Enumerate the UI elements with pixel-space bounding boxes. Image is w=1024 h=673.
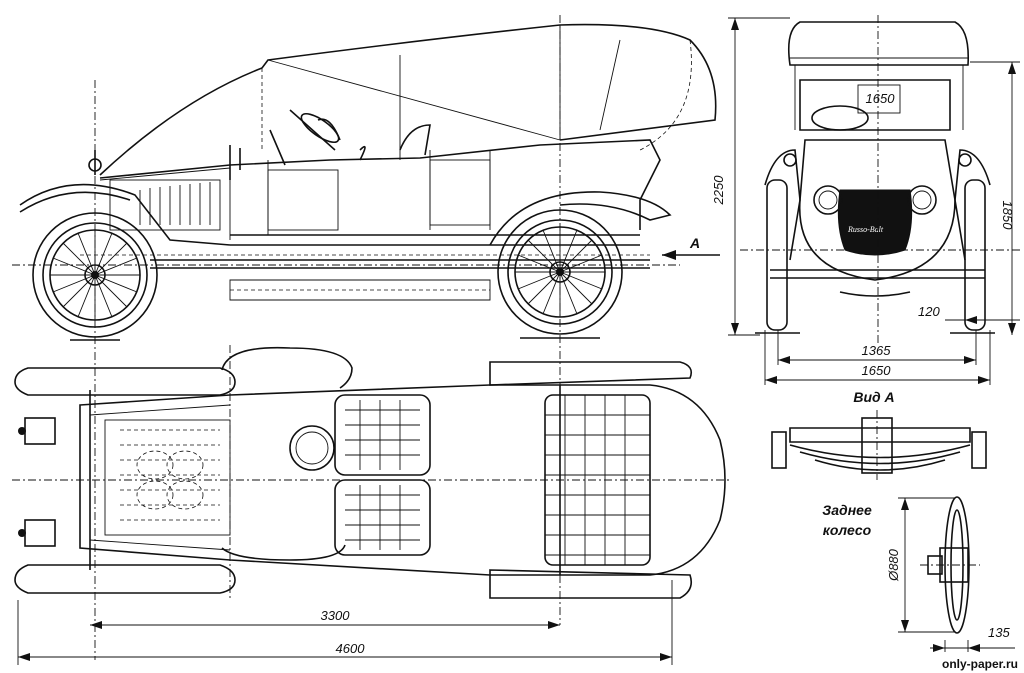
windshield-number: 1650 bbox=[866, 91, 896, 106]
rear-wheel-detail bbox=[898, 496, 1015, 652]
watermark: only-paper.ru bbox=[942, 657, 1018, 671]
arrow-a-label: A bbox=[689, 235, 700, 251]
radiator-script: Russo-Balt bbox=[847, 225, 884, 234]
dim-tire-width: 120 bbox=[918, 304, 940, 319]
dim-track-front: 1365 bbox=[862, 343, 892, 358]
dim-length-total: 4600 bbox=[336, 641, 366, 656]
top-view bbox=[12, 345, 730, 600]
dim-wheel-diameter: Ø880 bbox=[886, 548, 901, 582]
dim-wheelbase: 3300 bbox=[321, 608, 351, 623]
dim-hub-offset: 135 bbox=[988, 625, 1010, 640]
dim-height-track: 1850 bbox=[1000, 201, 1015, 231]
rear-wheel-title-line2: колесо bbox=[823, 522, 872, 538]
side-view: A bbox=[12, 15, 720, 660]
rear-wheel-title-line1: Заднее bbox=[822, 502, 872, 518]
dim-height-total: 2250 bbox=[711, 175, 726, 206]
view-a-title: Вид А bbox=[853, 389, 894, 405]
front-view: Russo-Balt bbox=[728, 15, 1020, 385]
bottom-dimensions bbox=[17, 580, 673, 665]
dim-width-total: 1650 bbox=[862, 363, 892, 378]
view-a bbox=[771, 410, 987, 480]
